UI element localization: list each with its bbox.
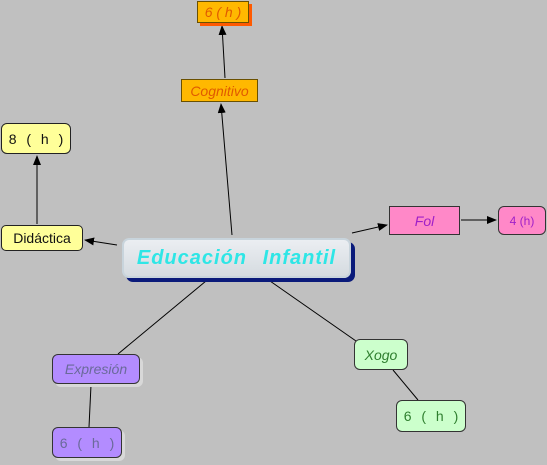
arrow-cognitivo-to-hours [218,25,227,79]
arrow-central-to-didactica [84,237,118,246]
fol-node[interactable]: Fol [389,206,460,235]
central-topic-label: Educación Infantil [136,246,337,269]
xogo-hours-node[interactable]: 6 ( h ) [396,400,466,432]
arrow-central-to-cognitivo [217,103,233,236]
didactica-label: Didáctica [13,230,71,246]
expresion-hours-label: 6 ( h ) [59,434,115,451]
xogo-node[interactable]: Xogo [354,339,408,370]
expresion-node[interactable]: Expresión [52,354,140,384]
expresion-label: Expresión [64,361,128,377]
cognitivo-label: Cognitivo [190,82,249,99]
expresion-hours-node[interactable]: 6 ( h ) [52,427,122,458]
didactica-node[interactable]: Didáctica [1,225,83,251]
didactica-hours-label: 8 ( h ) [8,130,64,147]
line-xogo-to-hours [392,369,419,401]
cognitivo-node[interactable]: Cognitivo [181,79,258,102]
xogo-hours-label: 6 ( h ) [403,408,459,424]
central-topic-node[interactable]: Educación Infantil [122,238,351,278]
cognitivo-hours-label: 6 ( h ) [204,4,242,20]
line-central-to-xogo [269,280,357,342]
fol-label: Fol [414,212,435,229]
cognitivo-hours-node[interactable]: 6 ( h ) [197,1,249,23]
line-central-to-expresion [117,280,207,355]
line-expresion-to-hours [88,384,92,428]
arrow-central-to-fol [351,223,388,234]
fol-hours-node[interactable]: 4 (h) [498,206,546,235]
fol-hours-label: 4 (h) [509,213,535,228]
didactica-hours-node[interactable]: 8 ( h ) [1,123,71,154]
xogo-label: Xogo [364,346,398,363]
